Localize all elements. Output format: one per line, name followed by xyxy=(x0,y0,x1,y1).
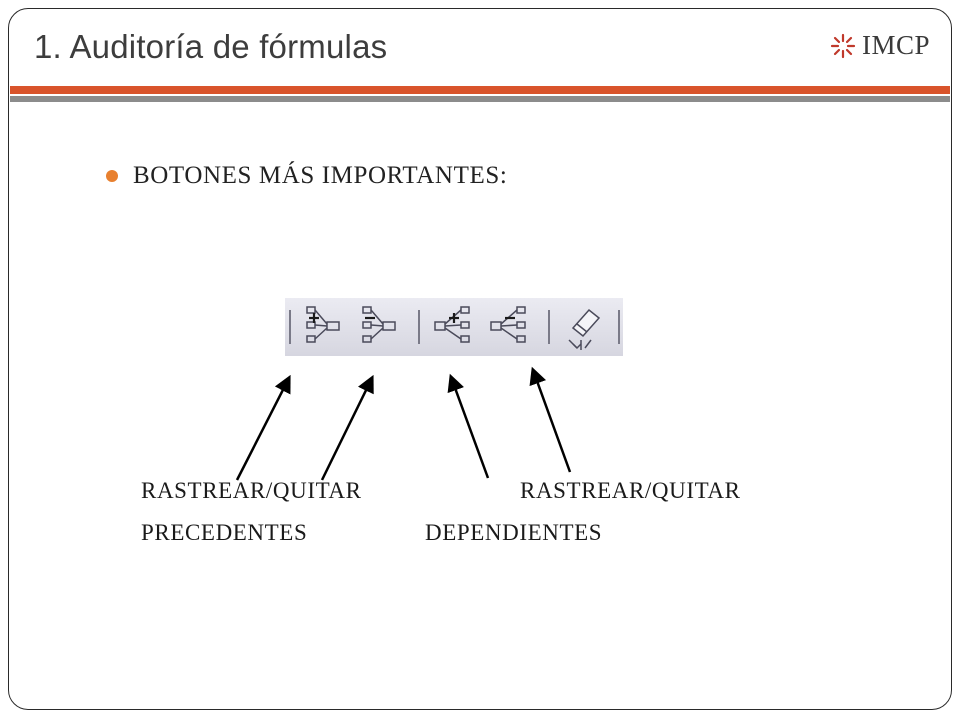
trace-dependents-icon[interactable] xyxy=(434,306,470,343)
bullet-text: BOTONES MÁS IMPORTANTES: xyxy=(133,162,508,189)
logo-text: IMCP xyxy=(862,30,931,60)
remove-dependent-arrows-icon[interactable] xyxy=(490,306,526,343)
remove-all-arrows-icon[interactable] xyxy=(568,308,601,350)
label-precedents-line1: RASTREAR/QUITAR xyxy=(141,478,362,503)
formula-auditing-toolbar xyxy=(285,298,623,356)
arrow-remove-precedents xyxy=(320,374,374,481)
label-dependents-line2: DEPENDIENTES xyxy=(425,520,603,545)
bullet-item: BOTONES MÁS IMPORTANTES: xyxy=(106,162,507,190)
bullet-dot-icon xyxy=(106,170,118,182)
slide-title: 1. Auditoría de fórmulas xyxy=(34,28,388,65)
slide-frame xyxy=(8,8,952,710)
label-precedents-line2: PRECEDENTES xyxy=(141,520,308,545)
header-rule-gray xyxy=(10,96,950,102)
imcp-logo-icon xyxy=(830,33,856,58)
trace-precedents-icon[interactable] xyxy=(306,306,340,343)
imcp-logo: IMCP xyxy=(830,30,930,61)
label-dependents-line1: RASTREAR/QUITAR xyxy=(520,478,741,503)
arrow-remove-dependents xyxy=(529,366,572,473)
remove-precedent-arrows-icon[interactable] xyxy=(362,306,396,343)
header-rule-orange xyxy=(10,86,950,94)
arrow-trace-dependents xyxy=(447,373,490,479)
arrow-trace-precedents xyxy=(235,374,291,481)
